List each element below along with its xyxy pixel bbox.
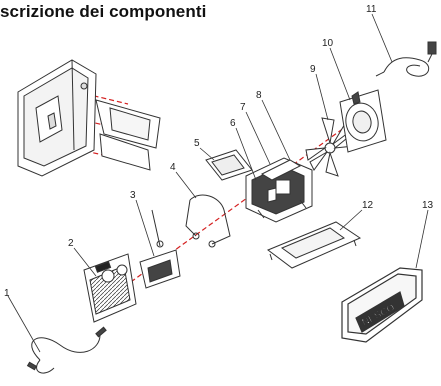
callout-10: 10 — [322, 38, 334, 49]
callout-11: 11 — [366, 4, 377, 15]
callout-6: 6 — [230, 118, 236, 129]
probe-cable-part — [26, 326, 107, 374]
callout-8: 8 — [256, 90, 262, 101]
leader-lines — [7, 13, 429, 353]
base-plate-part — [266, 221, 362, 269]
page-title: scrizione dei componenti — [0, 2, 207, 21]
fan-housing-part — [339, 89, 387, 153]
callout-5: 5 — [194, 138, 200, 149]
wire-harness-part — [185, 194, 231, 248]
heater-plate-part — [205, 149, 253, 181]
power-cord-part — [375, 41, 437, 77]
motor-assembly-part — [245, 157, 313, 223]
control-panel-part — [83, 253, 137, 323]
callout-3: 3 — [130, 190, 136, 201]
callout-12: 12 — [362, 200, 374, 211]
callout-9: 9 — [310, 64, 316, 75]
callout-2: 2 — [68, 238, 74, 249]
callout-7: 7 — [240, 102, 246, 113]
callout-13: 13 — [422, 200, 434, 211]
callout-4: 4 — [170, 162, 176, 173]
callout-numbers: 1 2 3 4 5 6 7 8 9 10 11 12 13 — [4, 4, 434, 299]
switch-block-part — [139, 209, 181, 289]
enclosure-base-part — [17, 59, 161, 177]
callout-1: 1 — [4, 288, 10, 299]
top-cover-part: NESCO — [341, 267, 423, 343]
